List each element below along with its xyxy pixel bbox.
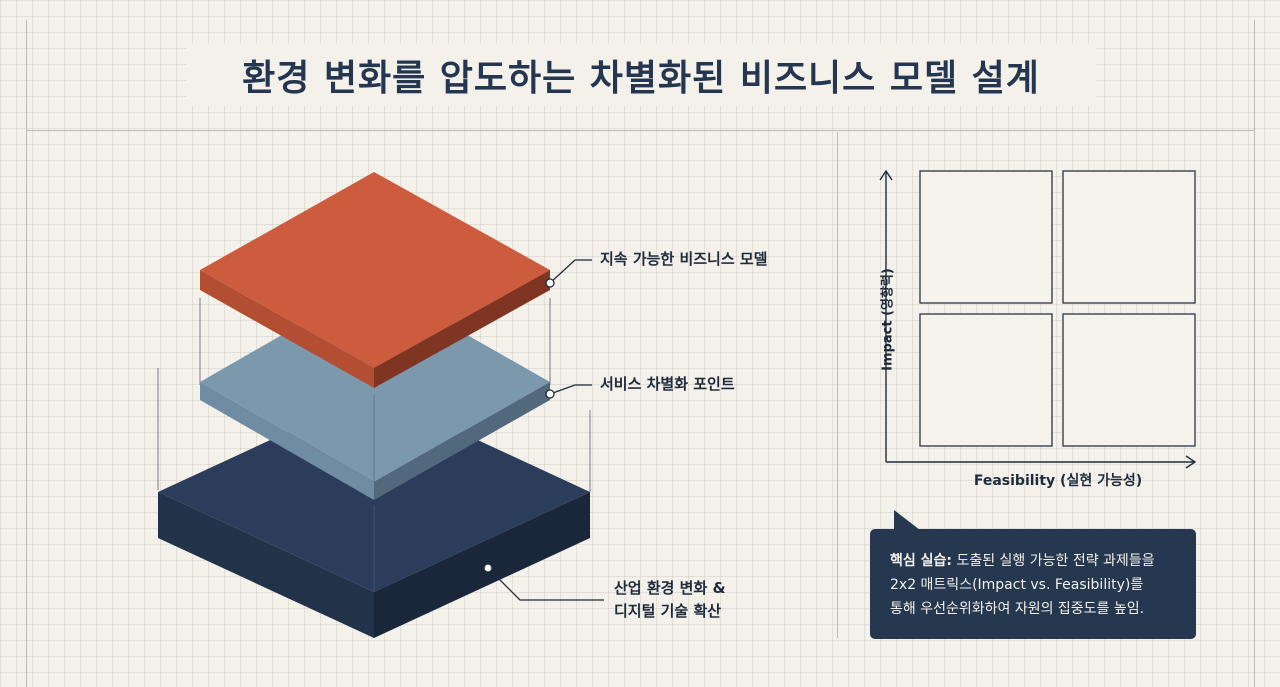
callout-line1: 핵심 실습: 도출된 실행 가능한 전략 과제들을	[890, 549, 1182, 573]
frame-right-edge	[1254, 20, 1255, 687]
callout-line2: 2x2 매트릭스(Impact vs. Feasibility)를	[890, 577, 1144, 593]
title-banner: 환경 변화를 압도하는 차별화된 비즈니스 모델 설계	[186, 44, 1096, 106]
callout-box: 핵심 실습: 도출된 실행 가능한 전략 과제들을 2x2 매트릭스(Impac…	[870, 529, 1196, 639]
page-title: 환경 변화를 압도하는 차별화된 비즈니스 모델 설계	[242, 58, 1040, 99]
quadrant-top-right	[1062, 170, 1196, 304]
layer-label-bottom-line1: 산업 환경 변화 &	[614, 579, 726, 597]
leader-line-top	[549, 259, 592, 284]
leader-line-bottom	[487, 567, 604, 601]
quadrant-bottom-left	[919, 313, 1053, 447]
layer-label-top: 지속 가능한 비즈니스 모델	[600, 250, 768, 268]
anchor-dot	[545, 389, 555, 399]
leader-line-middle	[549, 384, 592, 395]
anchor-dot	[545, 278, 555, 288]
quadrant-bottom-right	[1062, 313, 1196, 447]
callout-tail	[894, 510, 920, 530]
x-axis-label: Feasibility (실현 가능성)	[973, 473, 1143, 489]
matrix-axes	[879, 169, 1197, 469]
layer-label-middle: 서비스 차별화 포인트	[600, 375, 735, 393]
section-divider	[837, 132, 838, 638]
quadrant-top-left	[919, 170, 1053, 304]
callout-line3: 통해 우선순위화하여 자원의 집중도를 높임.	[890, 601, 1145, 617]
top-layer	[200, 172, 550, 388]
title-divider	[26, 130, 1254, 131]
callout-line1-text: 도출된 실행 가능한 전략 과제들을	[956, 553, 1155, 569]
layer-label-bottom-line2: 디지털 기술 확산	[614, 602, 722, 620]
callout-heading: 핵심 실습:	[890, 553, 952, 569]
anchor-dot	[483, 563, 493, 573]
frame-left-edge	[26, 20, 27, 687]
y-axis-label: Impact (영향력)	[880, 268, 896, 371]
